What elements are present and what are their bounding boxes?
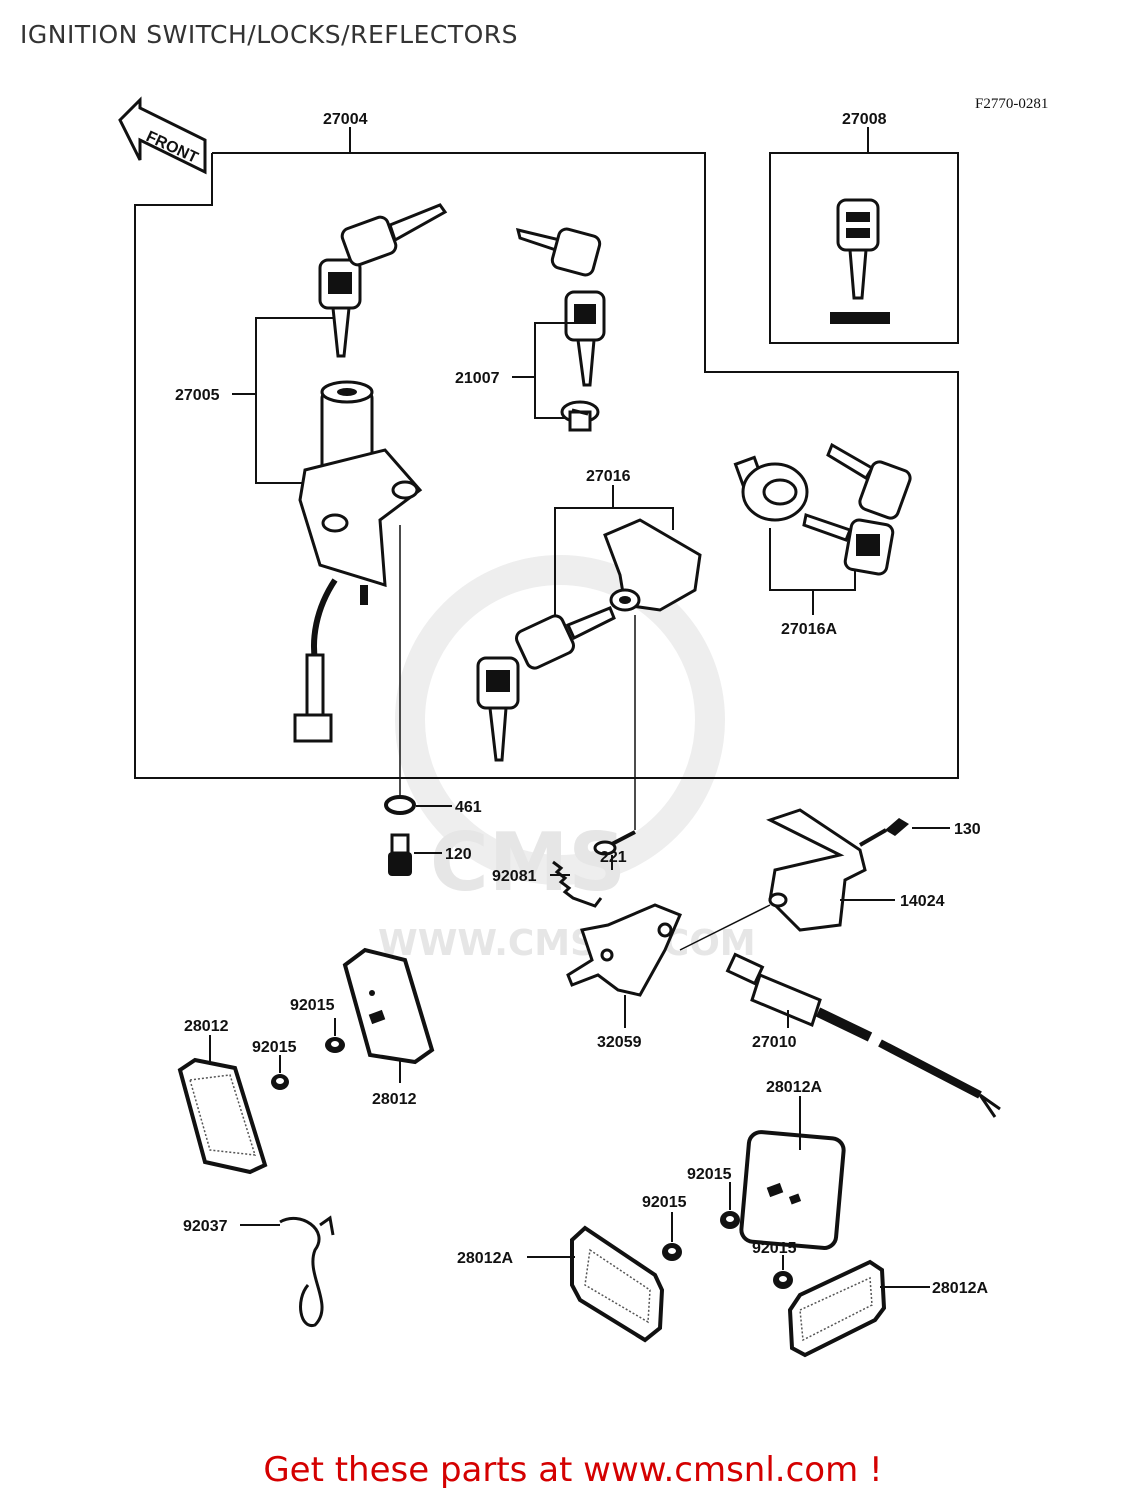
label-27005: 27005 xyxy=(175,387,220,404)
label-21007: 21007 xyxy=(455,370,500,387)
key-icon xyxy=(802,442,912,576)
switch-cable-icon xyxy=(679,904,1001,1118)
nut-icon xyxy=(271,1074,289,1090)
label-27008: 27008 xyxy=(842,111,887,128)
label-92081: 92081 xyxy=(492,868,537,885)
watermark-url: WWW.CMSNL.COM xyxy=(378,923,756,964)
label-120: 120 xyxy=(445,846,472,863)
watermark-brand: CMS xyxy=(430,816,626,909)
label-221: 221 xyxy=(600,849,627,866)
key-icon xyxy=(830,198,890,324)
nut-icon xyxy=(662,1243,682,1261)
helmet-lock-icon xyxy=(603,518,702,612)
key-icon xyxy=(476,606,616,762)
footer-link-text[interactable]: Get these parts at www.cmsnl.com ! xyxy=(263,1450,883,1490)
reflector-icon xyxy=(570,1225,665,1343)
bracket-icon xyxy=(766,808,867,932)
front-arrow-icon: FRONT xyxy=(118,96,207,175)
key-icon xyxy=(515,227,606,387)
parts-diagram: CMS WWW.CMSNL.COM FRONT F2770-0281 27004… xyxy=(118,96,1048,1358)
label-27016A: 27016A xyxy=(781,621,837,638)
screw-icon xyxy=(593,830,636,856)
ignition-switch-icon xyxy=(293,380,423,743)
label-92015-d: 92015 xyxy=(642,1194,687,1211)
reflector-icon xyxy=(739,1130,846,1250)
label-92015-e: 92015 xyxy=(752,1240,797,1257)
reflector-icon xyxy=(787,1259,887,1358)
label-28012-mid: 28012 xyxy=(372,1091,417,1108)
label-28012A-left: 28012A xyxy=(457,1250,513,1267)
label-92037: 92037 xyxy=(183,1218,228,1235)
label-92015-a: 92015 xyxy=(290,997,335,1014)
label-92015-c: 92015 xyxy=(687,1166,732,1183)
bolt-icon xyxy=(859,818,909,847)
reflector-icon xyxy=(177,1057,268,1175)
nut-icon xyxy=(325,1037,345,1053)
nut-icon xyxy=(773,1271,793,1289)
label-14024: 14024 xyxy=(900,893,945,910)
label-28012A-right: 28012A xyxy=(932,1280,988,1297)
bolt-icon xyxy=(388,833,412,876)
reflector-icon xyxy=(342,947,435,1065)
set-outline-27008 xyxy=(769,152,959,344)
spring-icon xyxy=(552,860,603,908)
label-92015-b: 92015 xyxy=(252,1039,297,1056)
key-icon xyxy=(318,203,448,358)
label-27004: 27004 xyxy=(323,111,368,128)
label-130: 130 xyxy=(954,821,981,838)
lock-cap-icon xyxy=(560,400,600,432)
label-32059: 32059 xyxy=(597,1034,642,1051)
diagram-code: F2770-0281 xyxy=(975,96,1048,112)
label-27010: 27010 xyxy=(752,1034,797,1051)
plate-icon xyxy=(566,903,682,997)
washer-icon xyxy=(384,795,416,815)
label-27016: 27016 xyxy=(586,468,631,485)
nut-icon xyxy=(720,1211,740,1229)
page-title: IGNITION SWITCH/LOCKS/REFLECTORS xyxy=(20,20,519,49)
set-outline-27004 xyxy=(134,152,959,779)
clip-icon xyxy=(279,1215,335,1327)
label-461: 461 xyxy=(455,799,482,816)
label-28012-left: 28012 xyxy=(184,1018,229,1035)
lock-cylinder-icon xyxy=(733,455,809,522)
label-28012A-top: 28012A xyxy=(766,1079,822,1096)
